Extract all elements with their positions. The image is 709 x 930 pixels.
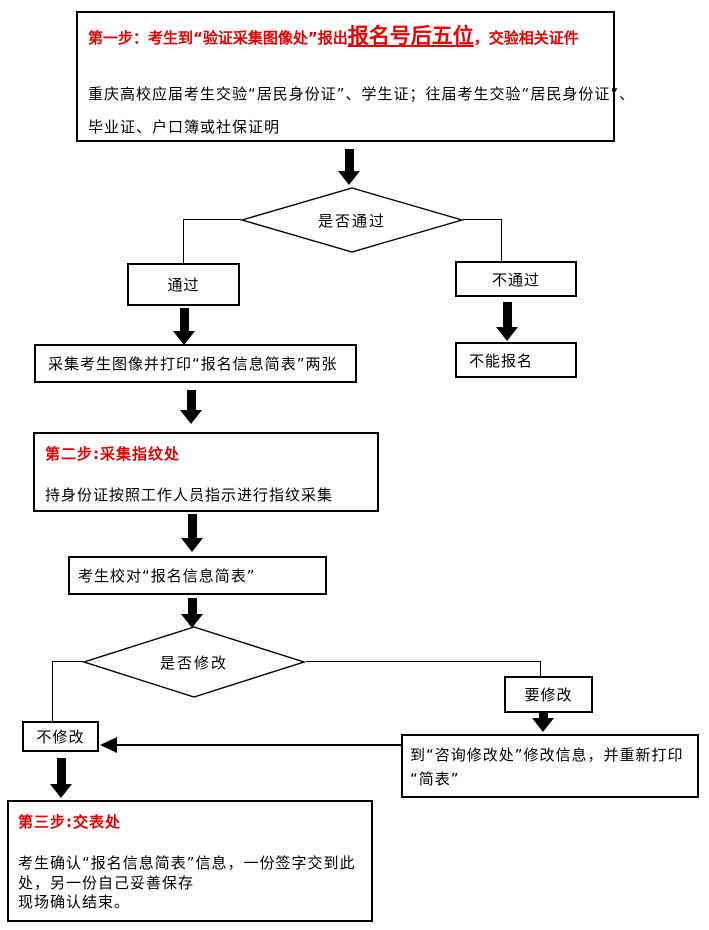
arrow-head xyxy=(338,171,360,185)
decision1-label: 是否通过 xyxy=(317,211,386,230)
diamond-shape xyxy=(82,626,306,698)
fail-label: 不通过 xyxy=(491,270,540,289)
step2-body: 持身份证按照工作人员指示进行指纹采集 xyxy=(45,486,334,504)
pass-box: 通过 xyxy=(127,263,240,306)
pass-label: 通过 xyxy=(167,276,200,294)
arrow-head xyxy=(173,331,195,345)
collect-image-box: 采集考生图像并打印“报名信息简表”两张 xyxy=(34,344,357,383)
arrow-head xyxy=(532,718,554,732)
decision2-label: 是否修改 xyxy=(159,653,228,672)
connector-line xyxy=(183,219,241,221)
step1-title: 第一步：考生到“验证采集图像处”报出报名号后五位，交验相关证件 xyxy=(88,20,579,50)
step1-box: 第一步：考生到“验证采集图像处”报出报名号后五位，交验相关证件 重庆高校应届考生… xyxy=(76,11,634,142)
step1-body-line1: 重庆高校应届考生交验“居民身份证”、学生证；往届考生交验“居民身份证”、 xyxy=(88,85,636,103)
cannot-register-box: 不能报名 xyxy=(455,342,577,378)
down-arrow-icon xyxy=(173,308,195,345)
decision1-diamond: 是否通过 xyxy=(240,187,464,253)
want-modify-label: 要修改 xyxy=(524,686,573,704)
consult-modify-line1: 到“咨询修改处”修改信息，并重新打印 xyxy=(410,746,684,764)
down-arrow-icon xyxy=(50,758,72,798)
step1-title-prefix: 第一步：考生到“验证采集图像处”报出 xyxy=(88,29,348,47)
down-arrow-icon xyxy=(496,302,518,341)
arrow-head xyxy=(180,410,202,424)
consult-modify-line2: “简表” xyxy=(410,770,460,788)
down-arrow-icon xyxy=(181,514,203,552)
fail-box: 不通过 xyxy=(455,261,577,297)
connector-line xyxy=(306,661,541,663)
check-summary-label: 考生校对“报名信息简表” xyxy=(78,567,256,585)
arrow-head xyxy=(181,614,203,628)
down-arrow-icon xyxy=(180,390,202,424)
cannot-register-label: 不能报名 xyxy=(469,351,534,370)
step2-title: 第二步:采集指纹处 xyxy=(45,445,180,463)
down-arrow-icon xyxy=(338,149,360,185)
arrow-head xyxy=(50,784,72,798)
consult-modify-box: 到“咨询修改处”修改信息，并重新打印 “简表” xyxy=(401,734,699,798)
connector-line xyxy=(183,219,185,264)
arrow-stem xyxy=(56,758,66,784)
arrow-stem xyxy=(186,390,196,410)
arrow-head xyxy=(181,538,203,552)
arrow-stem xyxy=(187,598,197,614)
step3-body-line2: 处，另一份自己妥善保存 xyxy=(18,874,195,892)
arrow-head xyxy=(496,327,518,341)
decision2-diamond: 是否修改 xyxy=(82,626,306,698)
collect-image-label: 采集考生图像并打印“报名信息简表”两张 xyxy=(48,355,338,373)
step1-title-suffix: ，交验相关证件 xyxy=(473,29,579,47)
arrow-stem xyxy=(538,712,548,718)
arrow-stem xyxy=(502,302,512,327)
connector-line xyxy=(52,661,83,663)
arrow-stem xyxy=(344,149,354,171)
arrow-stem xyxy=(187,514,197,538)
step3-body-line3: 现场确认结束。 xyxy=(18,893,131,911)
step3-title: 第三步:交表处 xyxy=(18,813,121,831)
check-summary-box: 考生校对“报名信息简表” xyxy=(68,556,327,595)
no-modify-label: 不修改 xyxy=(36,728,85,746)
down-arrow-icon xyxy=(532,712,554,732)
no-modify-box: 不修改 xyxy=(22,721,99,752)
left-arrow-icon xyxy=(100,737,117,753)
down-arrow-icon xyxy=(181,598,203,628)
connector-line xyxy=(540,661,542,677)
connector-line xyxy=(52,661,54,722)
step1-title-highlight: 报名号后五位 xyxy=(347,24,474,48)
left-arrow-shaft xyxy=(116,744,401,747)
step3-box: 第三步:交表处 考生确认“报名信息简表”信息，一份签字交到此 处，另一份自己妥善… xyxy=(7,800,373,922)
connector-line xyxy=(463,219,502,221)
step3-body-line1: 考生确认“报名信息简表”信息，一份签字交到此 xyxy=(18,854,356,872)
connector-line xyxy=(501,219,503,262)
step1-body-line2: 毕业证、户口簿或社保证明 xyxy=(88,118,281,136)
arrow-stem xyxy=(179,308,189,331)
want-modify-box: 要修改 xyxy=(504,676,593,713)
diamond-shape xyxy=(240,187,464,253)
step2-box: 第二步:采集指纹处 持身份证按照工作人员指示进行指纹采集 xyxy=(33,432,379,512)
